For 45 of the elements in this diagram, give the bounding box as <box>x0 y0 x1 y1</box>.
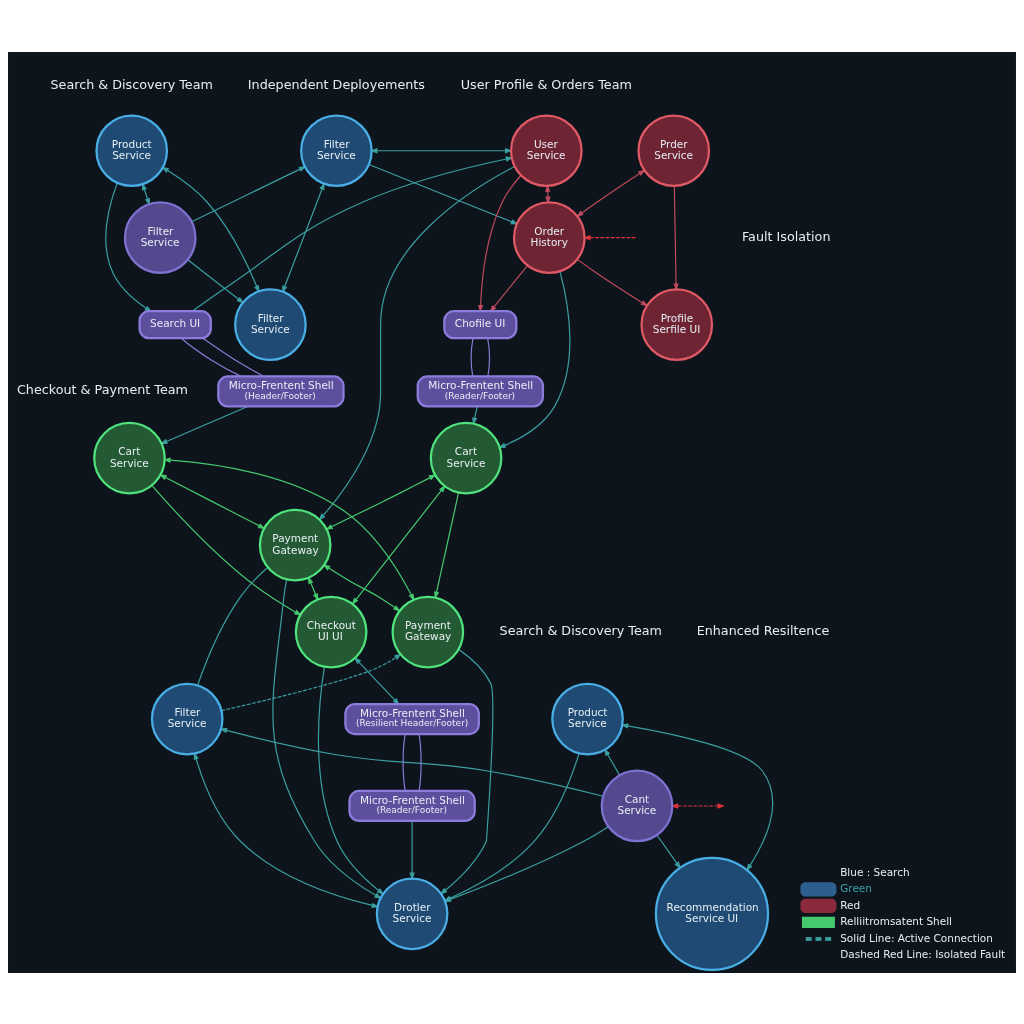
node-circle: Cant Service <box>600 769 674 842</box>
arrow <box>272 578 383 899</box>
arrow <box>673 185 679 291</box>
legend-label: Red <box>840 898 861 911</box>
label: Search & Discovery Team <box>50 76 213 92</box>
label: Fault Isolation <box>741 228 831 244</box>
legend-label: Relliitromsatent Shell <box>840 914 953 927</box>
arrow <box>322 563 401 612</box>
arrow <box>351 484 446 605</box>
node-circle: User Service <box>509 113 583 187</box>
label: User Profile & Orders Team <box>460 76 632 92</box>
arrow <box>439 648 494 895</box>
arrow <box>353 656 400 705</box>
arrow <box>151 484 302 616</box>
arrow <box>187 258 245 304</box>
arrow <box>498 270 571 448</box>
node-box: Micro-Frentent Shell (Header/Footer) <box>217 374 345 408</box>
node-circle: Filter Service <box>123 200 197 274</box>
node-box: Micro-Frentent Shell (Resilient Header/Footer) <box>344 702 480 735</box>
arrow <box>576 258 649 307</box>
node-circle: Filter Service <box>150 682 224 755</box>
arrow <box>317 665 385 895</box>
legend-label: Solid Line: Active Connection <box>840 931 993 944</box>
label: Search & Discovery Team <box>499 622 662 638</box>
legend-label: Dashed Red Line: Isolated Fault <box>840 947 1006 960</box>
arrow <box>368 163 519 225</box>
arrow <box>620 722 774 871</box>
arrow <box>141 182 150 206</box>
node-box: Chofile UI <box>443 309 518 339</box>
node-box: Micro-Frentent Shell (Reader/Footer) <box>348 789 476 822</box>
label: Checkout & Payment Team <box>16 381 189 397</box>
arrow <box>656 834 681 869</box>
arrow <box>472 405 478 425</box>
arrow <box>575 169 646 217</box>
connector <box>196 566 269 686</box>
node-box: Micro-Frentent Shell (Reader/Footer) <box>416 374 545 408</box>
node-circle: Recommendation Service UI <box>654 856 770 971</box>
arrow <box>604 747 621 776</box>
legend-label: Green <box>840 881 872 894</box>
node-box: Search UI <box>138 309 212 339</box>
label: Independent Deployements <box>247 76 425 92</box>
label: Enhanced Resiltence <box>696 622 830 638</box>
arrow <box>161 166 260 293</box>
legend-label: Blue : Search <box>840 865 910 878</box>
arrow <box>325 473 437 530</box>
